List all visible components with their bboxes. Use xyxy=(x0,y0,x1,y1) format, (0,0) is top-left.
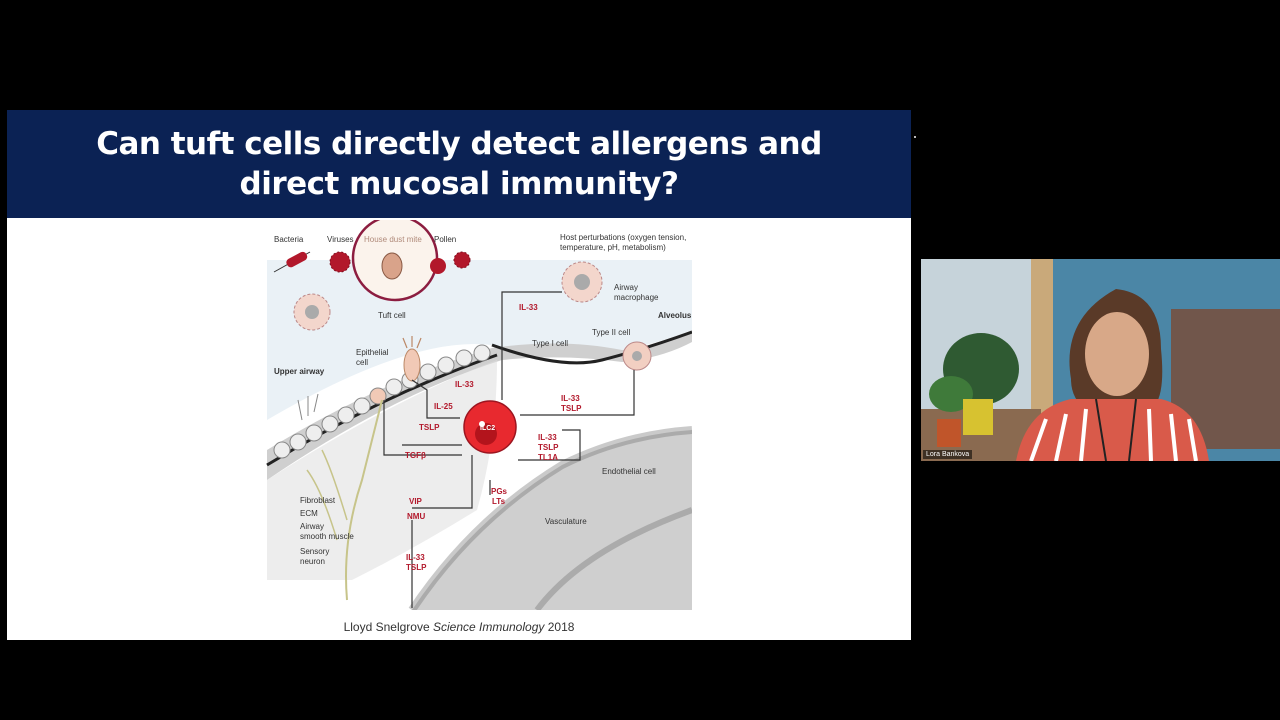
vasculature-area xyxy=(412,430,692,610)
label-house-dust-mite: House dust mite xyxy=(364,235,422,244)
mite-shape xyxy=(381,252,403,280)
caption-year: 2018 xyxy=(547,620,575,634)
label-airway-macrophage-1: Airway xyxy=(614,283,638,292)
pollen-shape-2 xyxy=(453,251,471,269)
label-tuft-cell: Tuft cell xyxy=(378,311,406,320)
immunology-figure: Bacteria Viruses House dust mite Pollen … xyxy=(262,220,692,610)
label-viruses: Viruses xyxy=(327,235,354,244)
caption-authors: Lloyd Snelgrove xyxy=(343,620,430,634)
signal-nmu: NMU xyxy=(407,512,425,521)
signal-il33-endothelial: IL-33 xyxy=(538,433,557,442)
label-airway-macrophage-2: macrophage xyxy=(614,293,659,302)
signal-il33-neuron: IL-33 xyxy=(406,553,425,562)
alveolar-wall xyxy=(491,330,692,365)
bacteria-shape xyxy=(286,251,308,268)
signal-tslp-endothelial: TSLP xyxy=(538,443,559,452)
label-host-perturbations-1: Host perturbations (oxygen tension, xyxy=(560,233,686,242)
slide-title-line-1: Can tuft cells directly detect allergens… xyxy=(96,126,822,162)
signal-lts: LTs xyxy=(492,497,506,506)
signal-tl1a-endothelial: TL1A xyxy=(538,453,558,462)
signal-il33-type2: IL-33 xyxy=(561,394,580,403)
label-host-perturbations-2: temperature, pH, metabolism) xyxy=(560,243,666,252)
label-sensory-neuron-2: neuron xyxy=(300,557,325,566)
label-ecm: ECM xyxy=(300,509,318,518)
virus-shape xyxy=(329,251,351,273)
presentation-slide: Can tuft cells directly detect allergens… xyxy=(7,110,911,640)
label-smooth-muscle-2: smooth muscle xyxy=(300,532,354,541)
label-vasculature: Vasculature xyxy=(545,517,587,526)
signal-tslp-neuron: TSLP xyxy=(406,563,427,572)
label-sensory-neuron-1: Sensory xyxy=(300,547,329,556)
label-upper-airway: Upper airway xyxy=(274,367,325,376)
label-type-ii-cell: Type II cell xyxy=(592,328,630,337)
label-bacteria: Bacteria xyxy=(274,235,304,244)
signal-tslp-type2: TSLP xyxy=(561,404,582,413)
label-pollen: Pollen xyxy=(434,235,456,244)
signal-vip: VIP xyxy=(409,497,423,506)
cursor-dot xyxy=(914,136,916,138)
signal-il33-tuft: IL-33 xyxy=(455,380,474,389)
label-fibroblast: Fibroblast xyxy=(300,496,336,505)
signal-tgfb: TGFβ xyxy=(405,451,426,460)
label-epithelial-2: cell xyxy=(356,358,368,367)
caption-journal: Science Immunology xyxy=(432,620,545,634)
signal-il25: IL-25 xyxy=(434,402,453,411)
slide-header: Can tuft cells directly detect allergens… xyxy=(7,110,911,218)
participant-video-feed xyxy=(921,259,1280,461)
slide-title: Can tuft cells directly detect allergens… xyxy=(79,124,839,204)
signal-arrows xyxy=(383,291,635,608)
label-smooth-muscle-1: Airway xyxy=(300,522,324,531)
label-epithelial-1: Epithelial xyxy=(356,348,389,357)
label-ilc2: ILC2 xyxy=(480,425,495,432)
signal-il33-macrophage: IL-33 xyxy=(519,303,538,312)
slide-caption: Lloyd Snelgrove Science Immunology 2018 xyxy=(7,620,911,634)
signal-tslp: TSLP xyxy=(419,423,440,432)
signal-pgs: PGs xyxy=(491,487,508,496)
participant-name-tag: Lora Bankova xyxy=(923,450,973,459)
label-endothelial-cell: Endothelial cell xyxy=(602,467,656,476)
label-type-i-cell: Type I cell xyxy=(532,339,568,348)
tuft-cell xyxy=(403,348,421,382)
sensory-neuron-line xyxy=(345,399,383,601)
label-alveolus: Alveolus xyxy=(658,311,692,320)
pollen-shape xyxy=(430,258,446,274)
participant-video-tile[interactable]: Lora Bankova xyxy=(921,259,1280,461)
slide-title-line-2: direct mucosal immunity? xyxy=(239,166,679,202)
